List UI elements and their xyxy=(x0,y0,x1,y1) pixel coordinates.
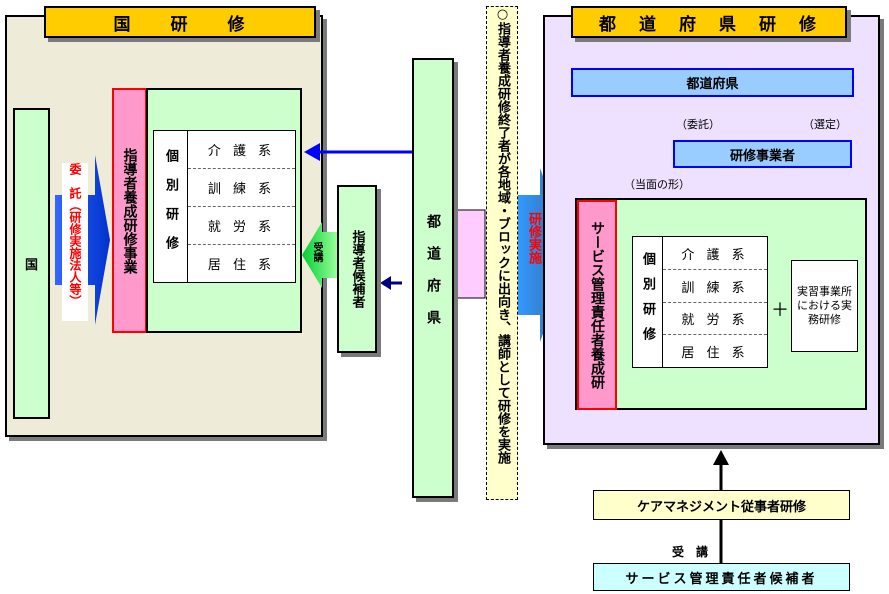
service-kanri-box: サービス管理責任者養成研 xyxy=(577,200,617,410)
plus-sign: ＋ xyxy=(771,300,789,321)
care-manager-box: ケアマネジメント従事者研修 xyxy=(593,490,850,520)
prefectural-training-title: 都 道 府 県 研 修 xyxy=(571,6,847,38)
todofuken-center-box: 都道府県 xyxy=(412,58,454,498)
left-kei-row-3: 就 労 系 xyxy=(188,207,295,245)
itaku-label: 委 託（研修実施法人等） xyxy=(62,163,88,321)
right-kobetsu-label-col: 個別研修 xyxy=(633,237,663,367)
left-kei-row-4: 居 住 系 xyxy=(207,258,276,273)
jisshu-box: 実習事業所における実務研修 xyxy=(791,260,858,352)
kuni-box: 国 xyxy=(13,108,50,419)
right-kei-row-3: 就 労 系 xyxy=(663,303,767,335)
jukou-arrow xyxy=(302,222,337,288)
left-kobetsu-label-col: 個別研修 xyxy=(154,131,188,282)
kenshu-jisshi-text: 研修実施 xyxy=(526,212,541,264)
national-training-title: 国 研 修 xyxy=(44,6,316,38)
itaku-text: 委 託（研修実施法人等） xyxy=(68,163,82,307)
sentei-label: （選定） xyxy=(803,118,847,131)
kenshu-jigyosha-box: 研修事業者 xyxy=(673,140,852,168)
tomen-label: （当面の形） xyxy=(624,178,690,191)
right-kei-row-1: 介 護 系 xyxy=(663,237,767,270)
todofuken-to-kobetsu-head xyxy=(304,143,320,161)
jukou-text: 受講 xyxy=(311,242,322,262)
jisshu-label: 実習事業所における実務研修 xyxy=(797,285,852,326)
bottom-jukou-label: 受 講 xyxy=(672,545,709,559)
jukou-label: 受講 xyxy=(309,242,327,272)
note-text: ○指導者養成研修終了者が各地域・ブロックに出向き、講師として研修を実施 xyxy=(495,7,510,464)
left-kobetsu-table: 個別研修 介 護 系 訓 練 系 就 労 系 居 住 系 xyxy=(153,130,296,283)
todofuken-center-label: 都道府県 xyxy=(425,214,441,342)
shidosha-jigyo-box: 指導者養成研修事業 xyxy=(112,88,147,333)
pink-connector xyxy=(454,209,486,299)
service-kouho-box: サービス管理責任者候補者 xyxy=(593,563,850,591)
todofuken-top-box: 都道府県 xyxy=(571,68,854,97)
left-kei-row-1: 介 護 系 xyxy=(188,131,295,169)
right-kei-row-2: 訓 練 系 xyxy=(663,270,767,303)
shidosha-kouho-label: 指導者候補者 xyxy=(349,230,365,308)
shidosha-kouho-box: 指導者候補者 xyxy=(337,185,377,353)
kenshu-jisshi-label: 研修実施 xyxy=(524,212,546,302)
kuni-label: 国 xyxy=(24,258,38,273)
note-box: ○指導者養成研修終了者が各地域・ブロックに出向き、講師として研修を実施 xyxy=(486,6,518,500)
right-kobetsu-table: 個別研修 介 護 系 訓 練 系 就 労 系 居 住 系 xyxy=(632,236,768,368)
right-kei-row-4: 居 住 系 xyxy=(681,345,749,361)
service-kanri-label: サービス管理責任者養成研 xyxy=(589,221,605,389)
left-kobetsu-label: 個別研修 xyxy=(163,148,178,265)
shidosha-jigyo-label: 指導者養成研修事業 xyxy=(121,147,138,274)
left-kei-row-2: 訓 練 系 xyxy=(188,169,295,207)
todofuken-to-candidate-head xyxy=(380,276,391,290)
right-kobetsu-label: 個別研修 xyxy=(640,252,655,352)
itaku-right-label: （委託） xyxy=(676,118,720,131)
